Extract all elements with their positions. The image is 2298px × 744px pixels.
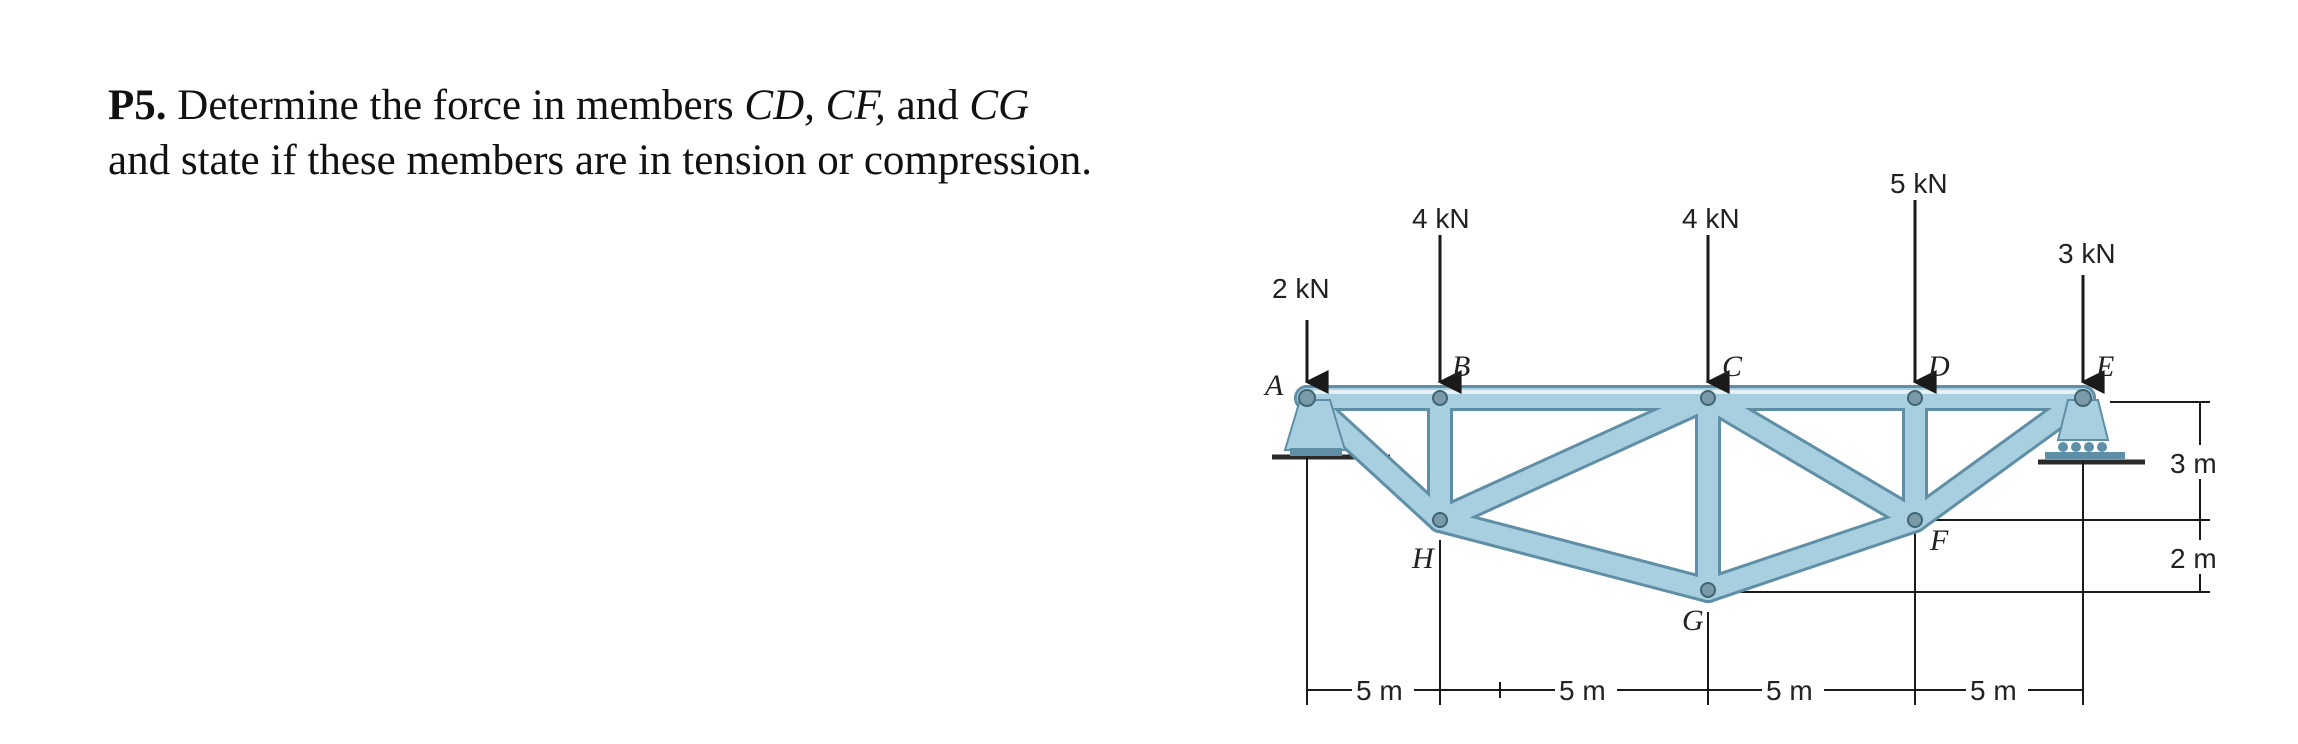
node-label-g: G xyxy=(1682,604,1704,637)
load-label-e: 3 kN xyxy=(2058,238,2116,269)
load-arrows xyxy=(1304,200,2105,394)
node-label-d: D xyxy=(1927,350,1950,383)
member-hc xyxy=(1430,388,1718,530)
span-label-1: 5 m xyxy=(1356,675,1403,706)
node-label-b: B xyxy=(1452,350,1470,383)
span-label-2: 5 m xyxy=(1559,675,1606,706)
member-hg xyxy=(1430,510,1718,600)
member-cg: CG xyxy=(969,82,1030,129)
span-label-3: 5 m xyxy=(1766,675,1813,706)
member-cf: CF, xyxy=(825,82,886,129)
load-label-d: 5 kN xyxy=(1890,168,1948,199)
member-gf xyxy=(1698,510,1925,600)
problem-text-start: Determine the force in members xyxy=(177,82,734,129)
dimension-verticals xyxy=(1306,457,2084,705)
node-label-a: A xyxy=(1263,369,1284,402)
node-label-c: C xyxy=(1722,350,1743,383)
node-label-e: E xyxy=(2095,350,2114,383)
support-e-roller xyxy=(2045,399,2125,459)
problem-line-1: P5. Determine the force in members CD, C… xyxy=(108,78,1288,133)
node-label-f: F xyxy=(1929,524,1949,557)
height-label-2: 2 m xyxy=(2170,543,2217,574)
span-ticks xyxy=(1306,675,2084,705)
load-label-a: 2 kN xyxy=(1272,273,1330,304)
member-cf-bar xyxy=(1698,388,1925,530)
span-label-4: 5 m xyxy=(1970,675,2017,706)
conjunction: and xyxy=(896,82,959,129)
load-label-b: 4 kN xyxy=(1412,203,1470,234)
node-label-h: H xyxy=(1411,542,1436,575)
member-fe xyxy=(1905,388,2093,530)
problem-statement: P5. Determine the force in members CD, C… xyxy=(108,78,1288,188)
load-label-c: 4 kN xyxy=(1682,203,1740,234)
support-a-pin xyxy=(1283,399,1347,456)
member-cd: CD, xyxy=(744,82,815,129)
problem-line-2: and state if these members are in tensio… xyxy=(108,137,1092,184)
joint-pins xyxy=(1298,389,2092,598)
height-label-1: 3 m xyxy=(2170,448,2217,479)
problem-number: P5. xyxy=(108,82,167,129)
height-references xyxy=(1708,401,2210,593)
